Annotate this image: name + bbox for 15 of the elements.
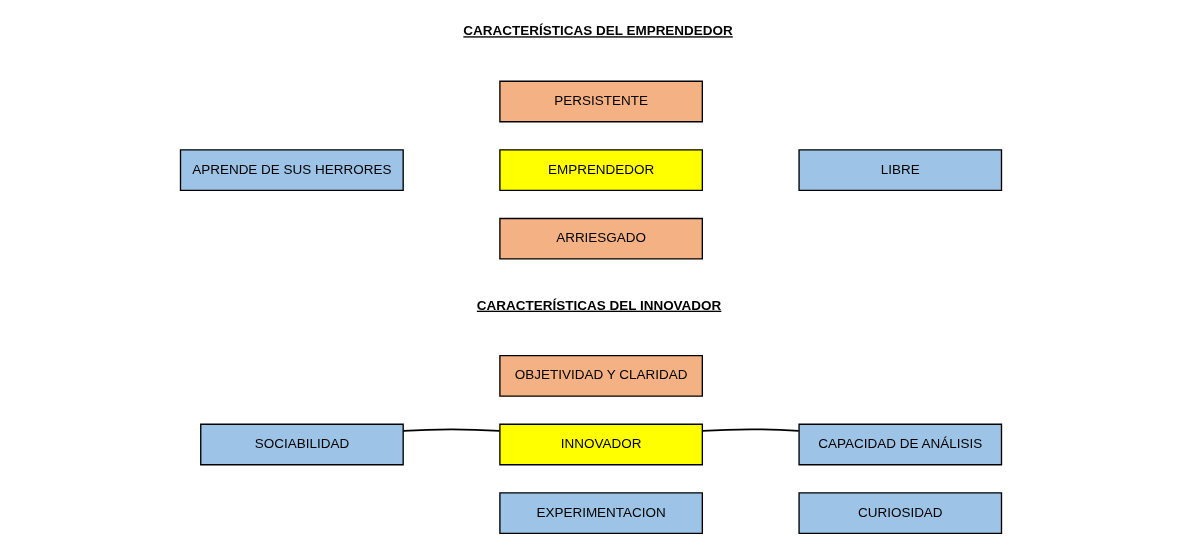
node-box: SOCIABILIDAD [200, 423, 404, 466]
connector [701, 428, 800, 432]
node-box: PERSISTENTE [499, 80, 703, 123]
label: CARACTERÍSTICAS DEL INNOVADOR [476, 297, 722, 313]
connector [402, 428, 501, 432]
node-box: OBJETIVIDAD Y CLARIDAD [499, 355, 703, 397]
label: CARACTERÍSTICAS DEL EMPRENDEDOR [463, 23, 733, 39]
node-box: CAPACIDAD DE ANÁLISIS [798, 423, 1003, 466]
node-box: CURIOSIDAD [798, 492, 1003, 535]
node-box: LIBRE [798, 149, 1003, 191]
node-box: ARRIESGADO [499, 217, 703, 260]
node-box: EMPRENDEDOR [499, 149, 703, 191]
node-box: APRENDE DE SUS HERRORES [179, 149, 404, 191]
node-box: INNOVADOR [499, 423, 703, 466]
node-box: EXPERIMENTACION [499, 492, 703, 535]
